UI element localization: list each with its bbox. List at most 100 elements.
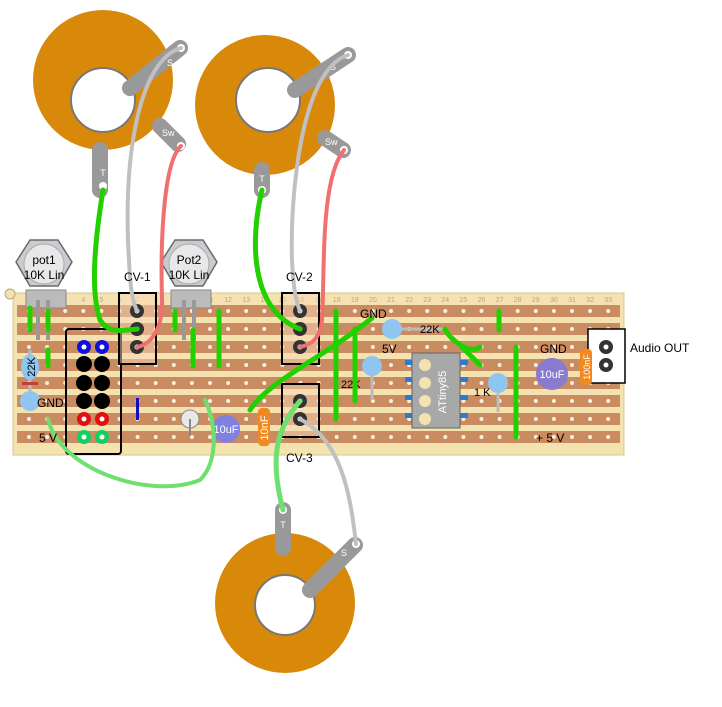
strip-hole xyxy=(153,417,158,421)
strip-hole xyxy=(244,417,249,421)
column-number: 29 xyxy=(532,297,540,304)
resistor-22k-left-label: 22K xyxy=(26,357,38,377)
jack-cv3-s: S xyxy=(341,548,347,558)
jack-cv3: T S xyxy=(215,502,363,673)
strip-hole xyxy=(389,345,393,349)
strip-hole xyxy=(479,381,484,385)
strip-hole xyxy=(244,309,249,313)
strip-hole xyxy=(479,435,484,439)
strip-hole xyxy=(461,327,466,331)
jack-cv3-t: T xyxy=(280,520,286,530)
column-number: 32 xyxy=(586,297,594,304)
resistor-1k-label: 1 K xyxy=(474,387,491,399)
strip-hole xyxy=(208,327,212,331)
audio-out-label: Audio OUT xyxy=(630,341,690,355)
v5-left-label: 5 V xyxy=(39,431,57,445)
column-number: 5 xyxy=(99,297,103,304)
strip-hole xyxy=(171,399,176,403)
strip-hole xyxy=(171,381,176,385)
strip-hole xyxy=(479,417,484,421)
strip-hole xyxy=(63,309,68,313)
strip-hole xyxy=(171,417,176,421)
strip-hole xyxy=(407,309,412,313)
strip-hole xyxy=(533,399,538,403)
strip-hole xyxy=(262,399,267,403)
strip-hole xyxy=(244,399,249,403)
resistor-22k-left: 22K xyxy=(20,350,40,411)
strip-hole xyxy=(171,345,176,349)
strip-hole xyxy=(262,309,267,313)
jack-cv1-sw: Sw xyxy=(162,128,175,138)
pot1: pot1 10K Lin xyxy=(15,239,73,340)
strip-hole xyxy=(208,363,212,367)
strip-hole xyxy=(352,435,357,439)
strip-hole xyxy=(588,417,593,421)
strip-hole xyxy=(244,381,249,385)
strip-hole xyxy=(153,435,158,439)
strip-hole xyxy=(588,309,593,313)
strip-hole xyxy=(389,417,393,421)
strip-hole xyxy=(533,435,538,439)
resistor-1k: 1 K xyxy=(474,373,508,412)
strip-hole xyxy=(262,381,267,385)
cap-10uf-right-label: 10uF xyxy=(539,369,564,381)
strip-hole xyxy=(352,417,357,421)
column-number: 14 xyxy=(260,297,268,304)
column-number: 12 xyxy=(224,297,232,304)
strip-hole xyxy=(497,417,502,421)
strip-hole xyxy=(425,345,430,349)
strip-hole xyxy=(226,309,231,313)
strip-hole xyxy=(389,363,393,367)
strip-hole xyxy=(515,327,520,331)
strip-hole xyxy=(461,309,466,313)
strip-hole xyxy=(533,309,538,313)
gnd-left-label: GND xyxy=(37,396,64,410)
strip-hole xyxy=(262,345,267,349)
column-number: 22 xyxy=(405,297,413,304)
strip-hole xyxy=(208,399,212,403)
column-number: 27 xyxy=(496,297,504,304)
jack-cv1-s: S xyxy=(167,58,173,68)
strip-hole xyxy=(425,309,430,313)
header-pins xyxy=(76,340,110,444)
gnd-right-label: GND xyxy=(540,342,567,356)
strip-hole xyxy=(606,399,611,403)
strip-hole xyxy=(570,417,574,421)
strip-hole xyxy=(479,399,484,403)
strip-hole xyxy=(570,363,574,367)
v5-mid-label: 5V xyxy=(382,342,397,356)
column-number: 21 xyxy=(387,297,395,304)
pot1-name: pot1 xyxy=(32,253,56,267)
strip-hole xyxy=(244,435,249,439)
strip-hole xyxy=(189,381,194,385)
pot2-value: 10K Lin xyxy=(169,268,210,282)
strip-hole xyxy=(551,345,556,349)
strip-hole xyxy=(588,399,593,403)
column-number: 4 xyxy=(81,297,85,304)
cv1-label: CV-1 xyxy=(124,270,151,284)
v5-right-label: + 5 V xyxy=(536,431,564,445)
strip-hole xyxy=(226,327,231,331)
strip-hole xyxy=(497,345,502,349)
strip-hole xyxy=(533,327,538,331)
strip-hole xyxy=(407,435,412,439)
strip-hole xyxy=(551,435,556,439)
cap-100nf-label: 100nF xyxy=(582,354,592,380)
strip-hole xyxy=(208,435,212,439)
pot1-value: 10K Lin xyxy=(24,268,65,282)
strip-hole xyxy=(570,327,574,331)
strip-hole xyxy=(27,417,31,421)
strip-hole xyxy=(370,309,375,313)
strip-hole xyxy=(606,435,611,439)
strip-hole xyxy=(45,435,50,439)
jack-cv2-sw: Sw xyxy=(325,137,338,147)
strip-hole xyxy=(551,327,556,331)
column-number: 23 xyxy=(423,297,431,304)
strip-hole xyxy=(226,363,231,367)
strip-hole xyxy=(153,399,158,403)
strip-hole xyxy=(208,381,212,385)
strip-hole xyxy=(27,345,31,349)
strip-hole xyxy=(479,309,484,313)
strip-hole xyxy=(352,309,357,313)
